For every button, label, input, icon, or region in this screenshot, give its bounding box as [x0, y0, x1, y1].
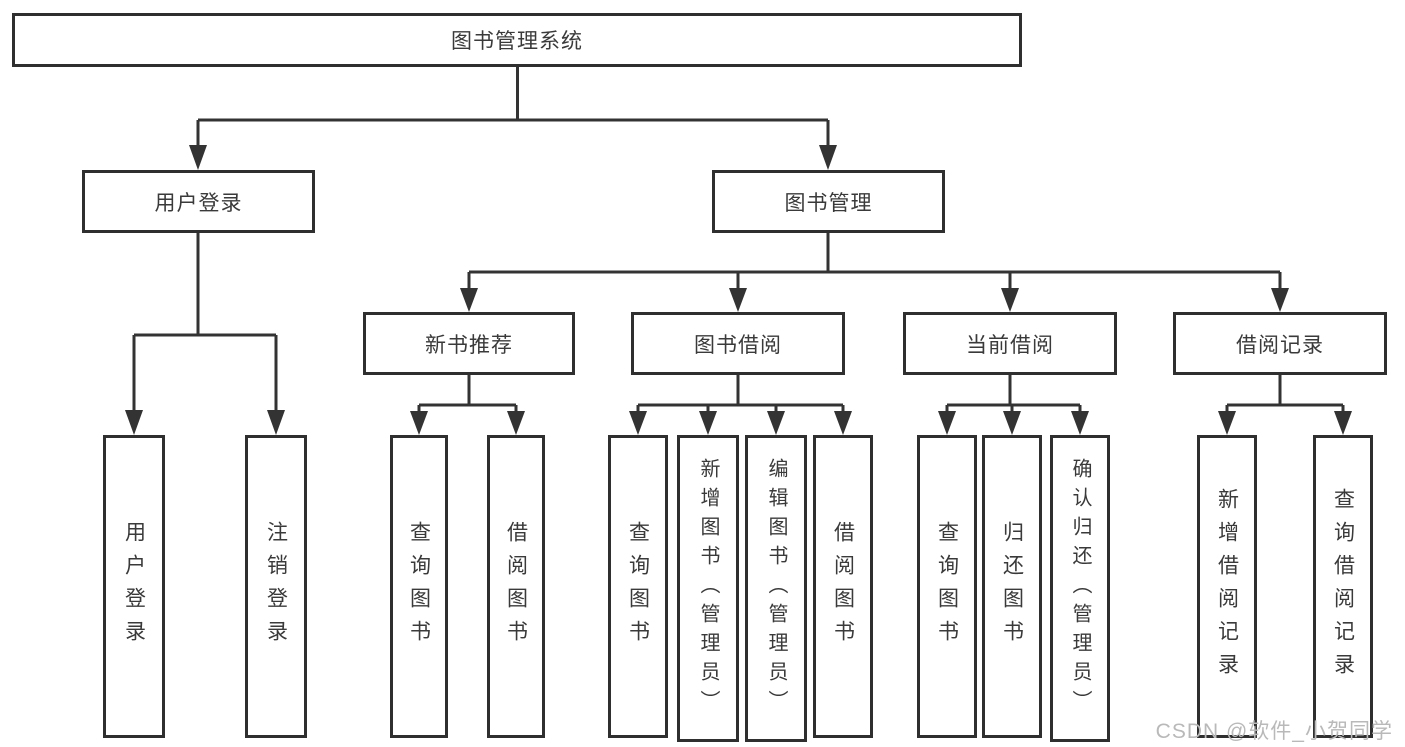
connector-book-management	[467, 233, 1282, 290]
leaf-query-borrow-record: 查询借阅记录	[1313, 435, 1373, 738]
arrowheads	[125, 145, 1352, 435]
connector-user-login	[132, 233, 278, 413]
node-root-label: 图书管理系统	[451, 30, 583, 53]
leaf-edit-books-admin: 编辑图书（管理员）	[745, 435, 807, 742]
leaf-borrow-books-recommend: 借阅图书	[487, 435, 545, 738]
leaf-confirm-return-admin: 确认归还（管理员）	[1050, 435, 1110, 742]
connector-new-book-recommend	[417, 375, 518, 413]
leaf-return-books: 归还图书	[982, 435, 1042, 738]
node-borrow-records: 借阅记录	[1173, 312, 1387, 375]
connector-borrow-records	[1225, 375, 1345, 413]
leaf-query-books-current: 查询图书	[917, 435, 977, 738]
node-new-book-recommend: 新书推荐	[363, 312, 575, 375]
node-root: 图书管理系统	[12, 13, 1022, 67]
node-borrow-records-label: 借阅记录	[1236, 333, 1324, 357]
node-book-management: 图书管理	[712, 170, 945, 233]
node-book-borrow-label: 图书借阅	[694, 333, 782, 357]
leaf-query-books-recommend: 查询图书	[390, 435, 448, 738]
leaf-add-borrow-record: 新增借阅记录	[1197, 435, 1257, 738]
node-book-borrow: 图书借阅	[631, 312, 845, 375]
node-user-login-label: 用户登录	[154, 191, 243, 215]
node-user-login: 用户登录	[82, 170, 315, 233]
leaf-user-login: 用户登录	[103, 435, 165, 738]
connector-root	[196, 67, 830, 148]
leaf-logout: 注销登录	[245, 435, 307, 738]
node-new-book-recommend-label: 新书推荐	[425, 333, 513, 357]
node-current-borrow-label: 当前借阅	[966, 333, 1054, 357]
leaf-add-books-admin: 新增图书（管理员）	[677, 435, 739, 742]
connector-current-borrow	[945, 375, 1082, 413]
leaf-borrow-books: 借阅图书	[813, 435, 873, 738]
connector-book-borrow	[636, 375, 845, 413]
leaf-query-books-borrow: 查询图书	[608, 435, 668, 738]
node-book-management-label: 图书管理	[784, 191, 873, 215]
node-current-borrow: 当前借阅	[903, 312, 1117, 375]
